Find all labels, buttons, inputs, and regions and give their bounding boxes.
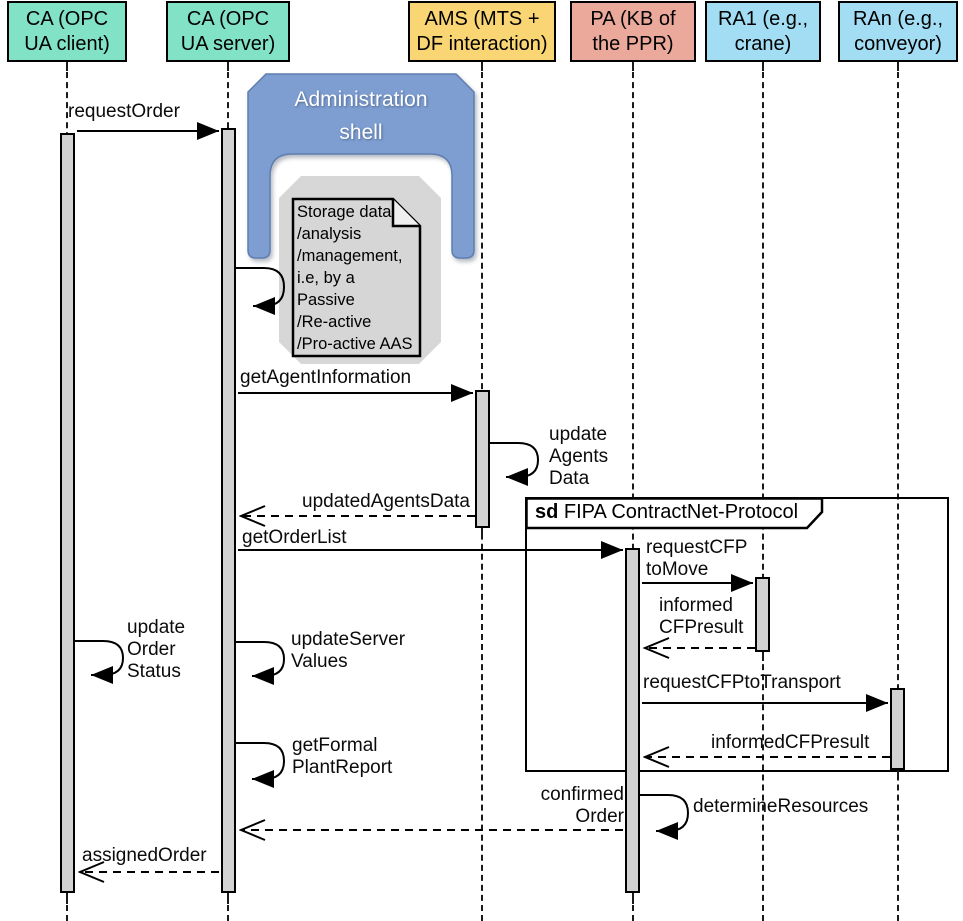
sd-keyword: sd (535, 501, 559, 523)
lifeline-stub (897, 770, 899, 779)
message-label-determine-resources: determineResources (693, 796, 869, 817)
message-label-request-order: requestOrder (68, 101, 180, 122)
activation-ra1 (755, 577, 770, 652)
activation-pa (625, 548, 640, 893)
sd-frame-label: sd FIPA ContractNet-Protocol (535, 501, 798, 524)
arrow-update-agents-data (490, 442, 540, 486)
participant-ran: RAn (e.g., conveyor) (838, 1, 958, 62)
sd-title: FIPA ContractNet-Protocol (558, 501, 799, 523)
aas-note-text: Storage data /analysis /management, i.e,… (297, 203, 413, 353)
participant-pa: PA (KB of the PPR) (570, 1, 696, 62)
participant-ams: AMS (MTS + DF interaction) (408, 1, 556, 62)
message-label-request-cfp-to-move: requestCFP toMove (646, 537, 748, 580)
arrow-determine-resources (640, 794, 690, 840)
lifeline-stub (227, 62, 229, 71)
lifeline-stub (897, 62, 899, 71)
message-label-update-server-values: updateServer Values (291, 629, 406, 672)
lifeline-ra1 (762, 62, 764, 921)
lifeline-stub (762, 62, 764, 71)
message-label-request-cfp-to-transport: requestCFPtoTransport (643, 672, 841, 693)
message-label-updated-agents-data: updatedAgentsData (302, 491, 470, 512)
participant-ca-server: CA (OPC UA server) (166, 1, 290, 62)
message-label-get-agent-information: getAgentInformation (240, 367, 412, 388)
message-label-assigned-order: assignedOrder (82, 845, 207, 866)
message-label-informed-cfp-result-2: informedCFPresult (711, 732, 870, 753)
lifeline-stub (66, 62, 68, 71)
activation-ams (475, 390, 490, 528)
message-label-update-order-status: update Order Status (127, 617, 186, 682)
activation-ca-client (60, 133, 75, 893)
admin-shell-title: Administration shell (294, 88, 428, 144)
arrow-update-server-values (236, 641, 286, 685)
arrow-update-order-status (75, 640, 125, 684)
message-label-get-order-list: getOrderList (242, 527, 347, 548)
lifeline-stub (481, 62, 483, 71)
message-label-get-formal-plant-report: getFormal PlantReport (292, 735, 393, 778)
participant-ca-client: CA (OPC UA client) (7, 1, 127, 62)
message-label-confirmed-order: confirmed Order (540, 784, 624, 827)
lifeline-stub (481, 528, 483, 537)
lifeline-pa (632, 62, 634, 921)
message-label-informed-cfp-result-1: informed CFPresult (659, 595, 744, 638)
lifeline-stub (66, 893, 68, 904)
arrow-self-aas-store (236, 267, 286, 315)
participant-ra1: RA1 (e.g., crane) (705, 1, 821, 62)
activation-ca-server (221, 128, 236, 893)
activation-ran (890, 688, 905, 770)
lifeline-stub (227, 893, 229, 904)
lifeline-stub (632, 62, 634, 71)
message-label-update-agents-data: update Agents Data (549, 424, 609, 489)
lifeline-ran (897, 62, 899, 921)
arrow-get-formal-plant-report (236, 742, 286, 788)
lifeline-stub (762, 652, 764, 661)
lifeline-stub (632, 893, 634, 904)
